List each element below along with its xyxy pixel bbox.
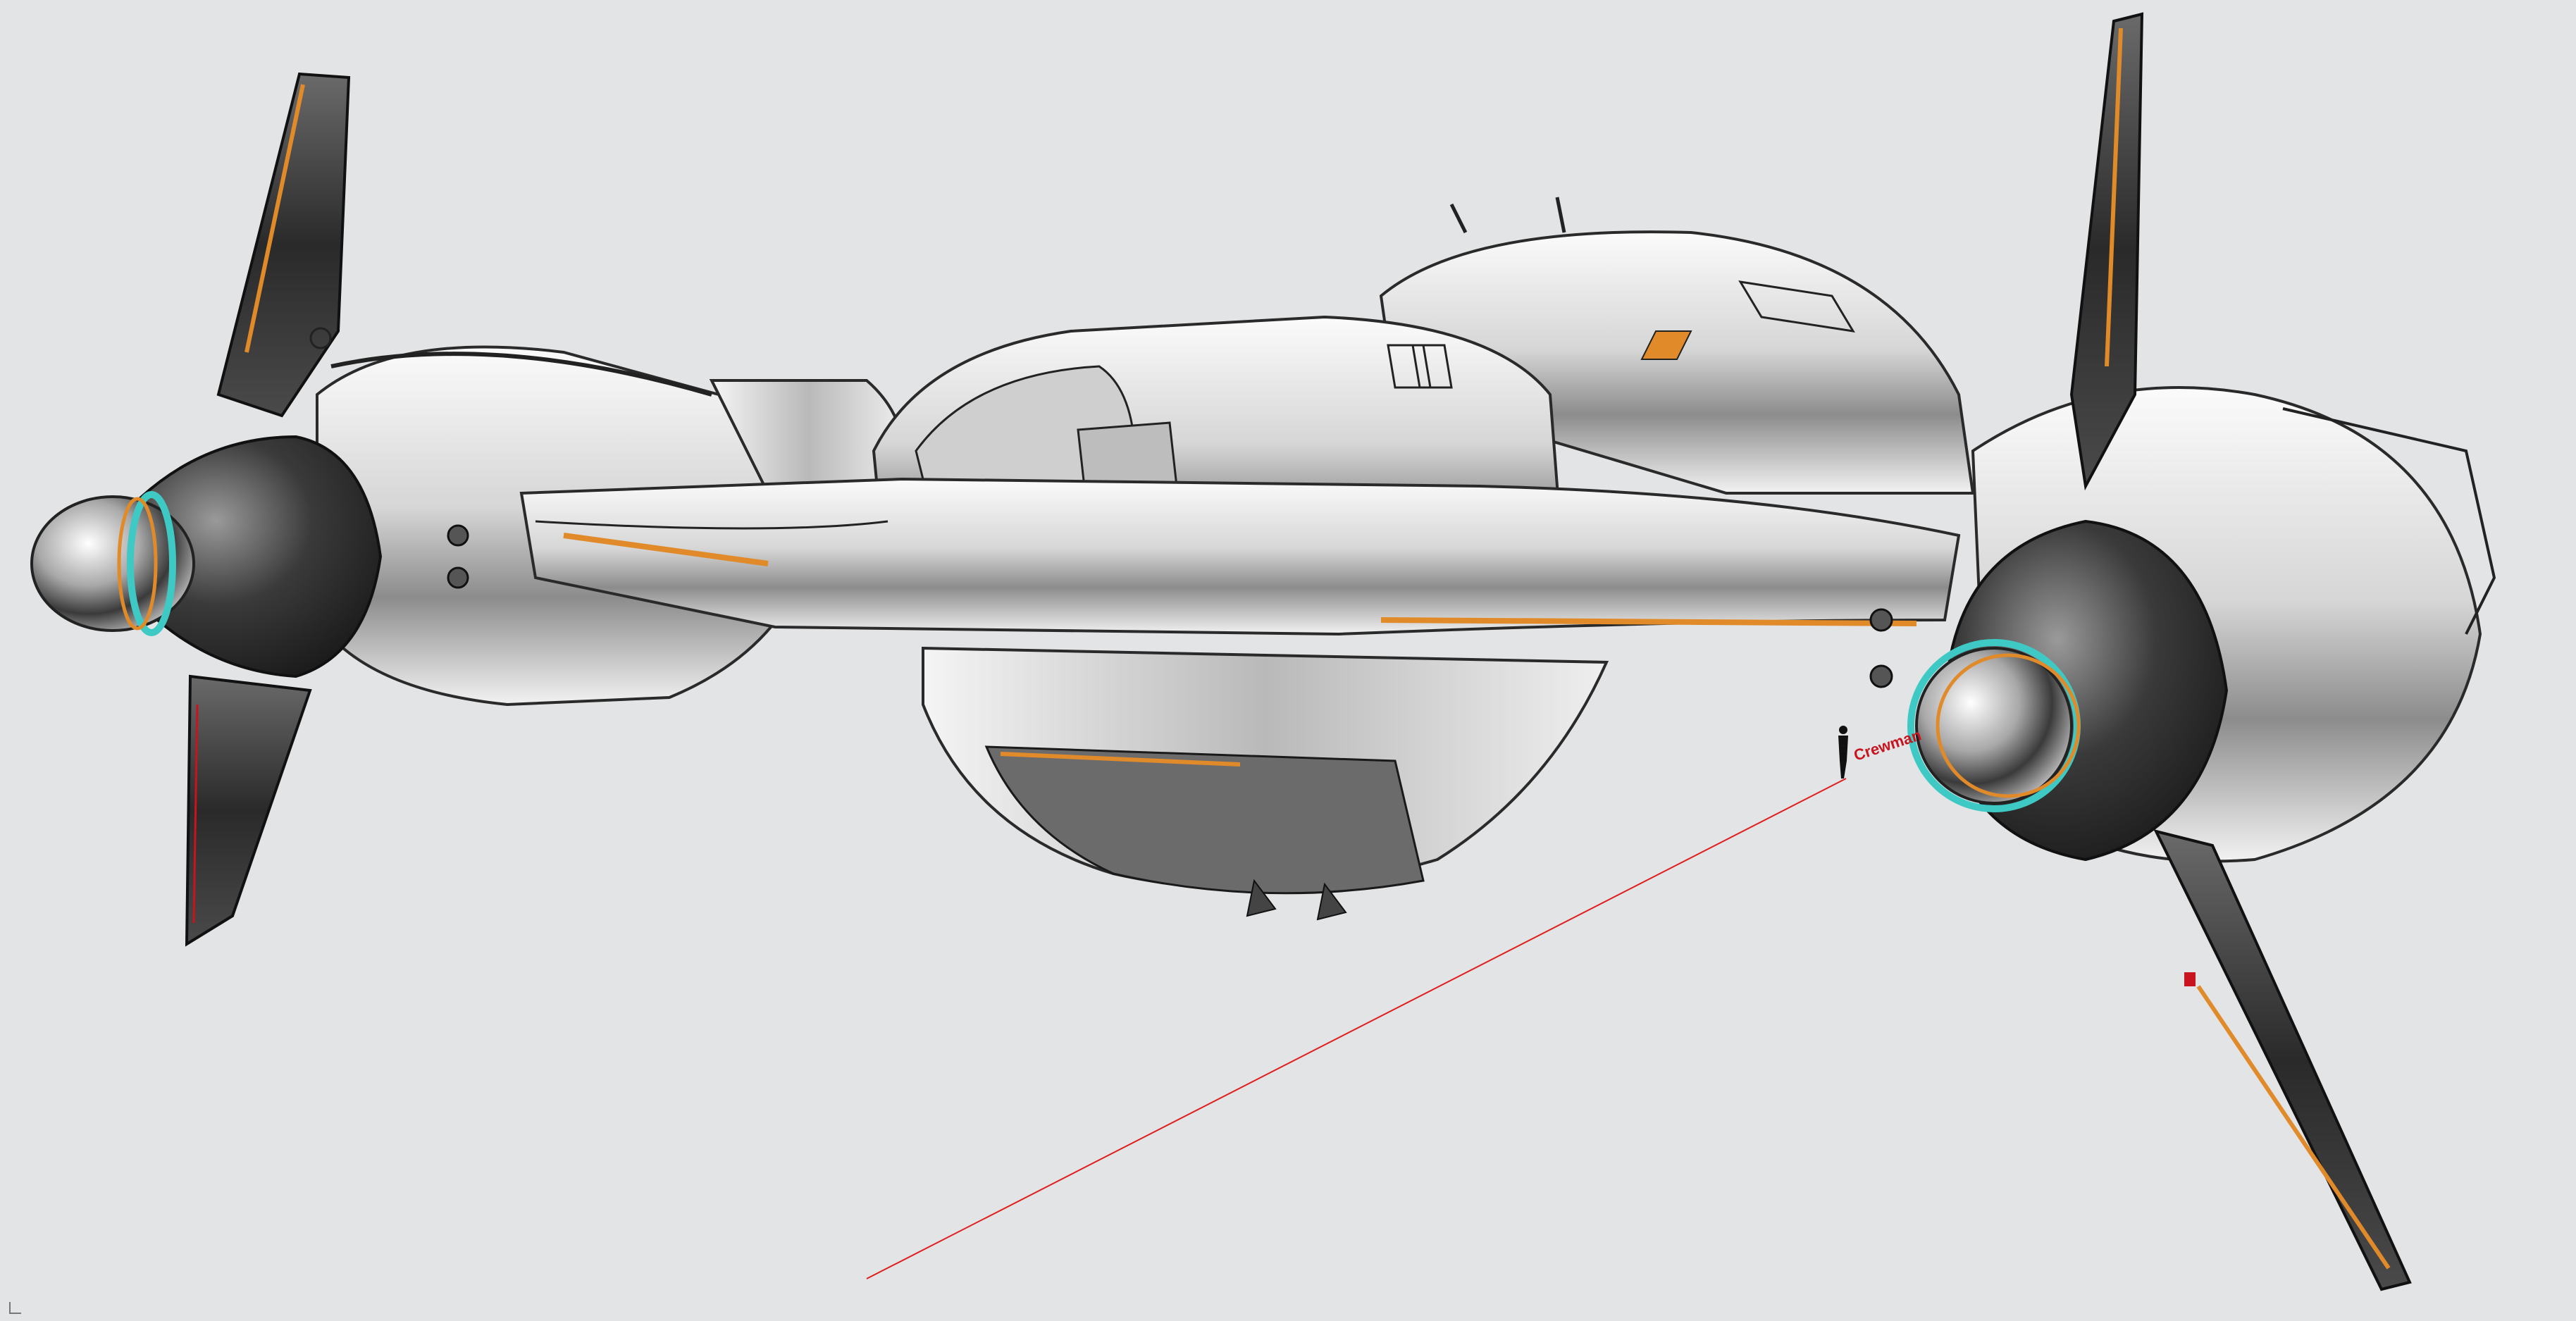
axis-corner-marker — [9, 1302, 21, 1314]
left-lower-fin — [185, 674, 312, 947]
right-nose-cone — [1915, 647, 2073, 805]
scale-figure-label: Crewman — [1852, 726, 1924, 764]
wing-beam — [519, 477, 1961, 636]
scale-figure: Crewman — [1838, 726, 1924, 779]
left-upper-fin — [216, 72, 351, 418]
guide-line — [866, 778, 1847, 1279]
right-lower-fin — [2153, 829, 2412, 1291]
main-hull — [519, 197, 1975, 921]
right-engine-pod — [1869, 12, 2496, 1291]
right-upper-fin — [2069, 12, 2144, 491]
left-spinner — [104, 435, 383, 678]
